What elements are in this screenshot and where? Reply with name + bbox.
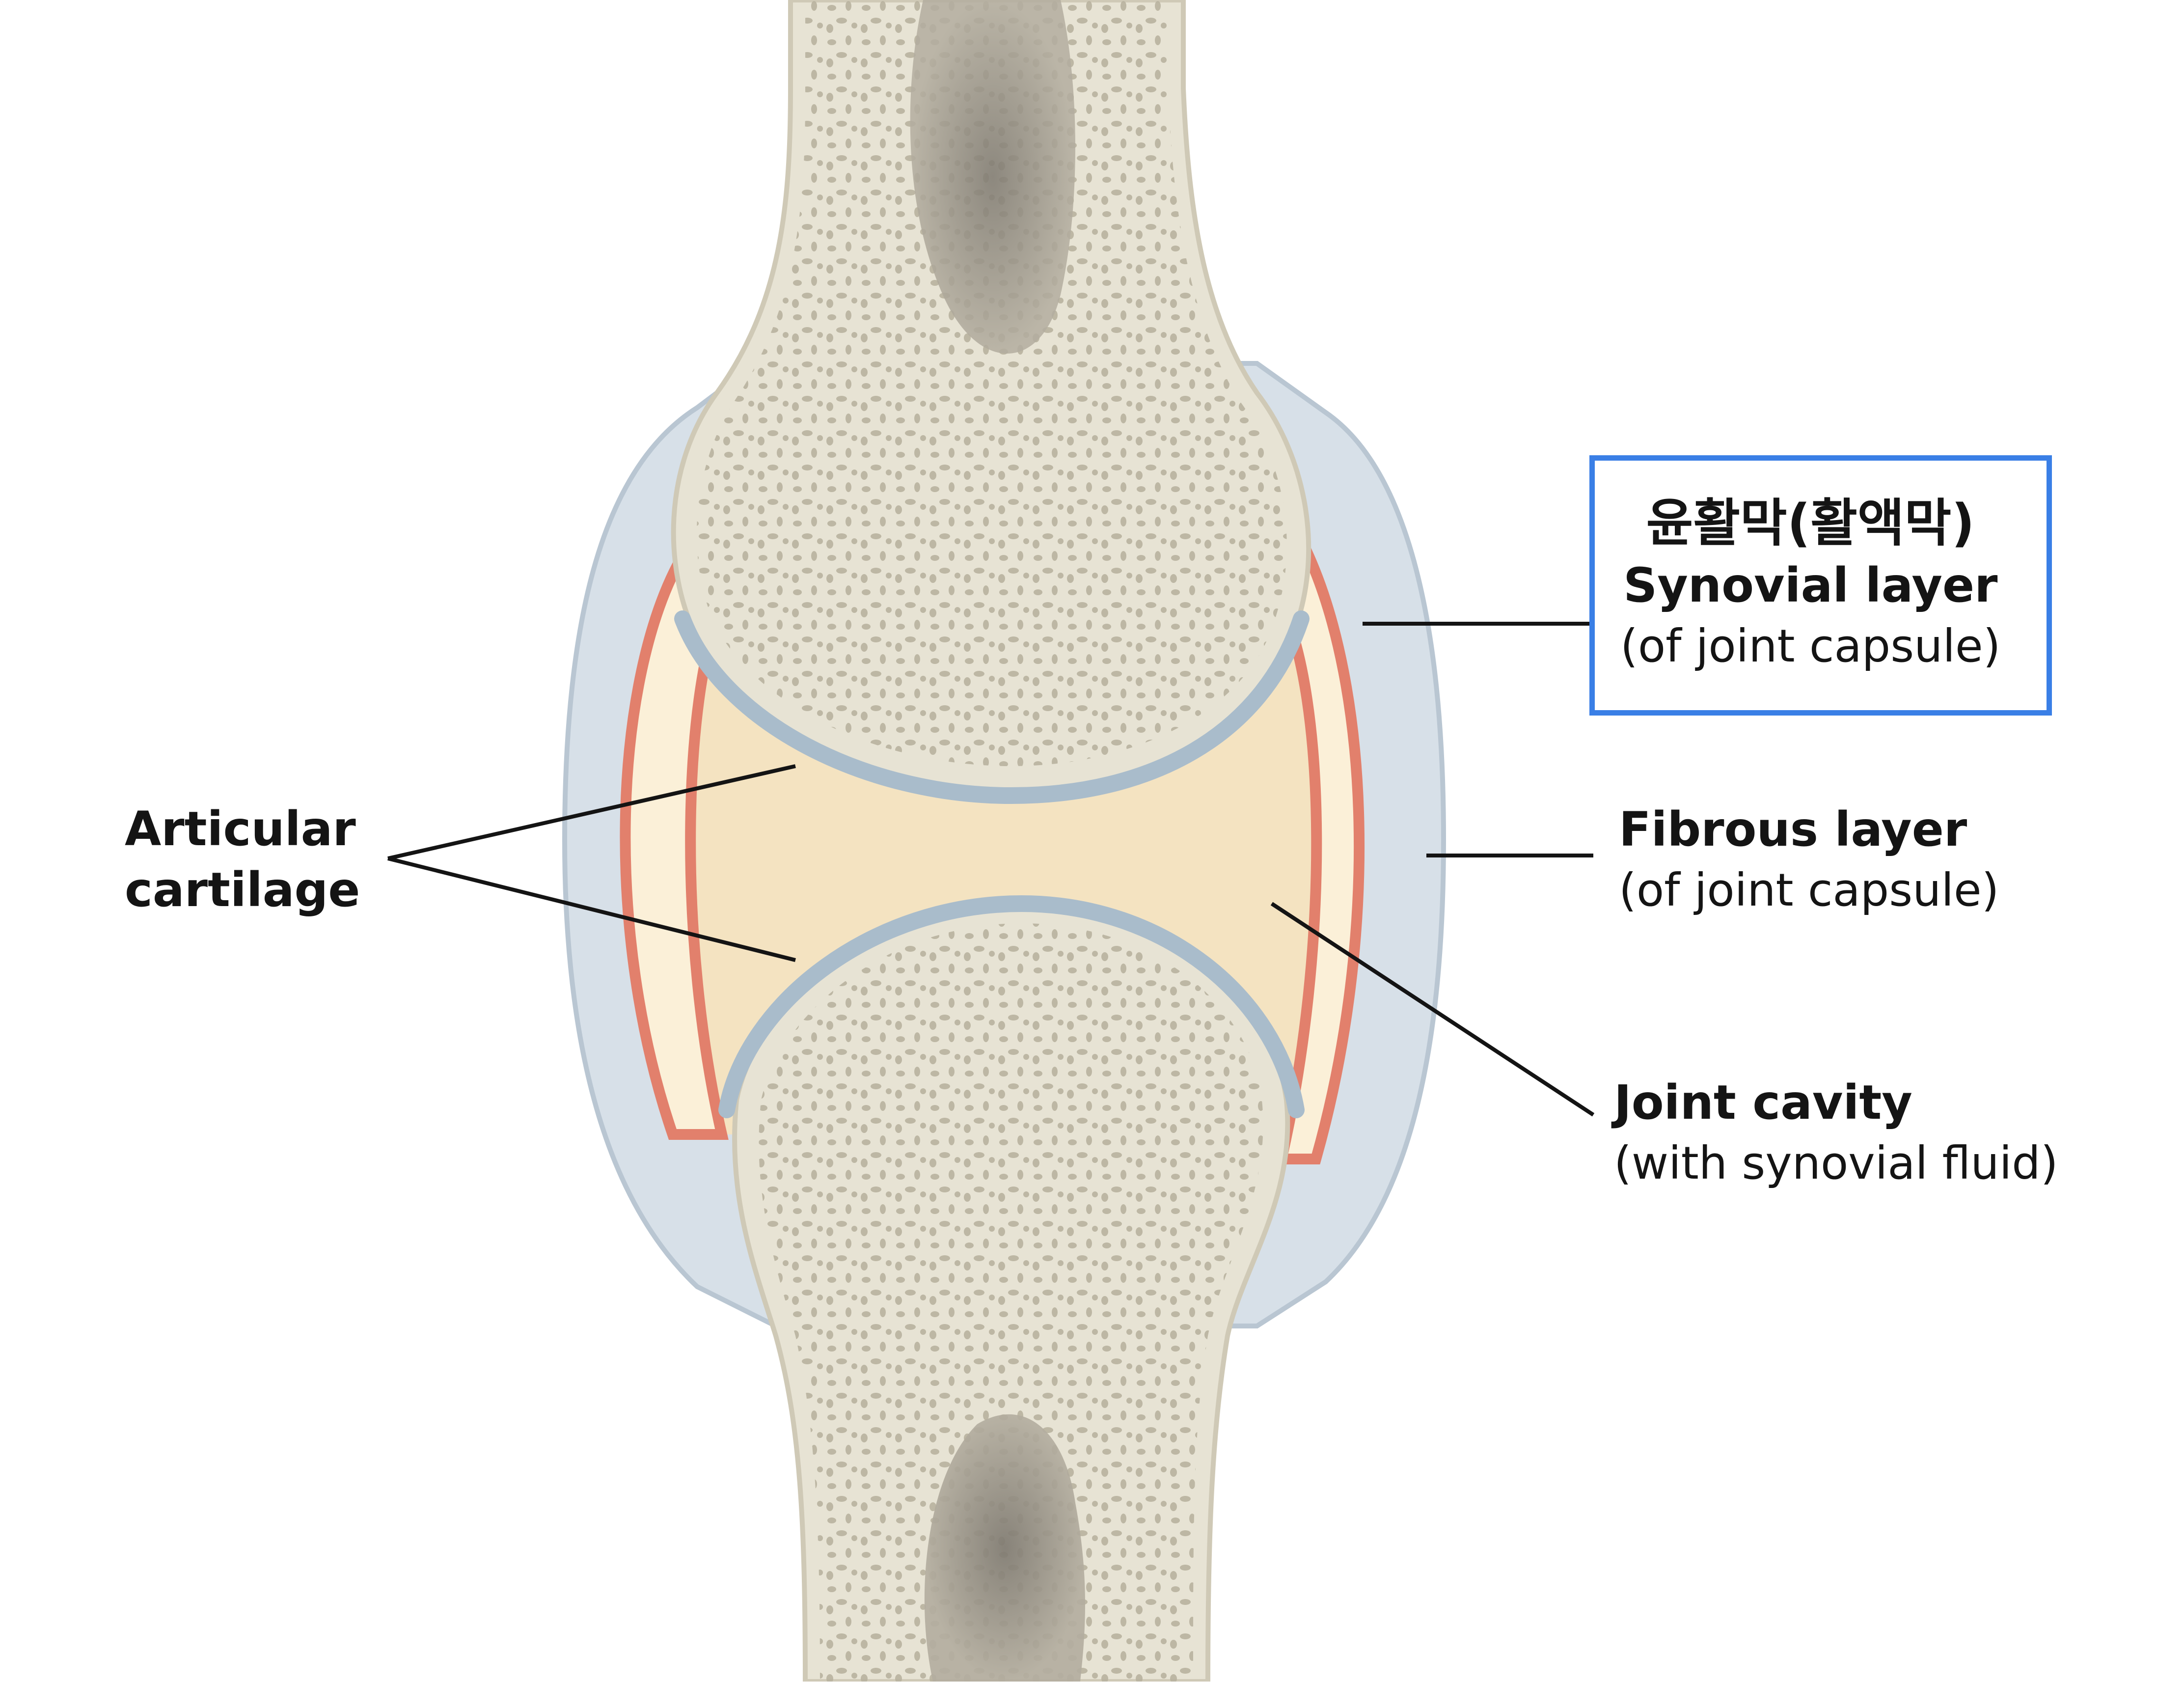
leader-articular-upper [387,764,796,860]
synovial-korean: 윤활막(활액막) [1646,493,1975,553]
lower-bone-spongy [759,923,1263,1682]
synovial-membrane-left [620,556,729,1140]
upper-articular-cartilage [674,610,1310,804]
synovial-title: Synovial layer [1623,558,1998,613]
label-fibrous-layer: Fibrous layer (of joint capsule) [1619,799,1999,921]
lower-marrow [924,1414,1085,1682]
label-synovial-layer: 윤활막(활액막) Synovial layer (of joint capsul… [1620,491,2001,677]
lower-articular-cartilage [718,895,1305,1118]
leader-cavity [1270,902,1595,1117]
cavity-subtitle: (with synovial fluid) [1614,1137,2058,1189]
label-articular-cartilage: Articular cartilage [125,799,360,920]
fibrous-subtitle: (of joint capsule) [1619,864,1999,916]
articular-line1: Articular [125,801,356,856]
articular-line2: cartilage [125,862,360,917]
fibrous-title: Fibrous layer [1619,802,1967,857]
synovial-membrane-right [1275,537,1365,1164]
upper-marrow [910,0,1075,354]
synovial-layer-highlight-box [1589,455,2052,716]
label-joint-cavity: Joint cavity (with synovial fluid) [1614,1072,2058,1194]
cavity-title: Joint cavity [1614,1075,1912,1130]
leader-lines [387,622,1595,1117]
synovial-subtitle: (of joint capsule) [1620,620,2001,672]
leader-articular-lower [387,856,796,962]
upper-bone-spongy [697,0,1287,766]
